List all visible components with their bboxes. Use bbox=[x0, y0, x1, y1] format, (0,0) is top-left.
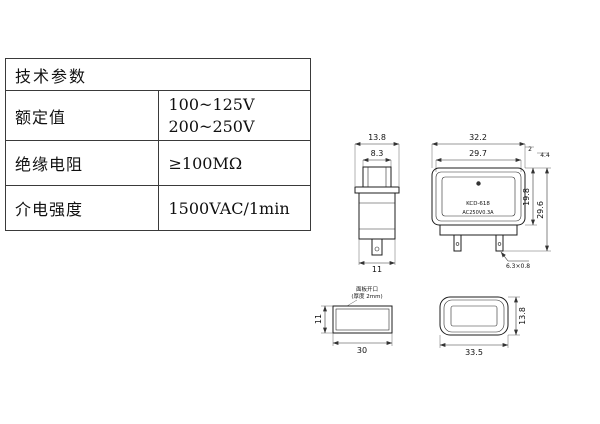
terminal-left bbox=[453, 234, 462, 252]
rocker bbox=[441, 176, 516, 217]
spec-table: 技术参数 额定值 100~125V 200~250V 绝缘电阻 ≥100MΩ 介… bbox=[5, 58, 311, 231]
leader-line bbox=[500, 251, 509, 262]
top-inner bbox=[450, 305, 498, 327]
dim-text-top-height: 13.8 bbox=[518, 307, 527, 325]
terminal-right bbox=[495, 234, 504, 252]
dim-text-total-height: 29.6 bbox=[536, 201, 545, 219]
dim-text-terminal: 6.3×0.8 bbox=[506, 263, 530, 270]
rated-value-line1: 100~125V bbox=[168, 94, 255, 114]
dim-text-face-height: 19.8 bbox=[522, 188, 531, 206]
side-view: 13.8 8.3 11 bbox=[354, 133, 400, 274]
value-dielectric-strength: 1500VAC/1min bbox=[157, 185, 311, 231]
leader-line bbox=[346, 299, 358, 307]
label-rated-value: 额定值 bbox=[5, 90, 159, 141]
top-outer bbox=[439, 296, 509, 336]
face-inner-frame bbox=[435, 171, 522, 222]
terminal-hole bbox=[455, 242, 460, 246]
switch-body bbox=[358, 192, 396, 240]
face-outer-frame bbox=[431, 167, 526, 226]
dim-text-cutout-width: 30 bbox=[357, 346, 367, 355]
terminal-hole bbox=[374, 246, 380, 252]
dim-text-top-width: 33.5 bbox=[465, 348, 483, 357]
dim-text-cutout-height: 11 bbox=[315, 314, 323, 324]
dim-text-inner-width: 29.7 bbox=[469, 149, 487, 158]
value-insulation-resistance: ≥100MΩ bbox=[157, 140, 311, 186]
value-rated-value: 100~125V 200~250V bbox=[157, 90, 311, 141]
terminal-pin bbox=[371, 238, 383, 256]
dim-text-flange: 4.4 bbox=[540, 152, 550, 159]
table-row: 额定值 100~125V 200~250V bbox=[5, 90, 311, 141]
top-view: 13.8 33.5 bbox=[439, 296, 527, 357]
top-mid bbox=[443, 299, 505, 333]
label-insulation-resistance: 绝缘电阻 bbox=[5, 140, 159, 186]
terminal-hole bbox=[497, 242, 502, 246]
table-header-cell: 技术参数 bbox=[5, 58, 311, 91]
switch-body-front bbox=[439, 224, 518, 236]
label-dielectric-strength: 介电强度 bbox=[5, 185, 159, 231]
cutout-inner bbox=[335, 308, 390, 331]
technical-drawings: 13.8 8.3 11 32.2 bbox=[315, 133, 551, 357]
mounting-flange bbox=[354, 186, 400, 194]
dim-text-body-width: 11 bbox=[372, 265, 382, 274]
dim-text-button-width: 8.3 bbox=[371, 149, 384, 158]
rated-value-line2: 200~250V bbox=[168, 116, 255, 136]
panel-cutout-view: 面板开口 (厚度 2mm) 11 30 bbox=[315, 285, 393, 355]
dim-text-outer-width: 32.2 bbox=[469, 133, 487, 142]
cutout-label-line1: 面板开口 bbox=[356, 285, 378, 293]
button-plunger bbox=[362, 166, 392, 188]
table-row: 技术参数 bbox=[5, 58, 311, 91]
model-text: KCD-618 bbox=[466, 201, 490, 207]
cutout-label-line2: (厚度 2mm) bbox=[351, 292, 382, 300]
front-view: 32.2 29.7 2 4.4 KCD-618 AC250V0.3A bbox=[431, 133, 551, 270]
cutout-outer bbox=[332, 305, 393, 334]
dim-text-lip: 2 bbox=[528, 146, 532, 153]
indicator-dot bbox=[476, 181, 481, 186]
table-row: 介电强度 1500VAC/1min bbox=[5, 185, 311, 231]
rating-text: AC250V0.3A bbox=[462, 210, 494, 216]
dim-text-flange-width: 13.8 bbox=[368, 133, 386, 142]
table-row: 绝缘电阻 ≥100MΩ bbox=[5, 140, 311, 186]
